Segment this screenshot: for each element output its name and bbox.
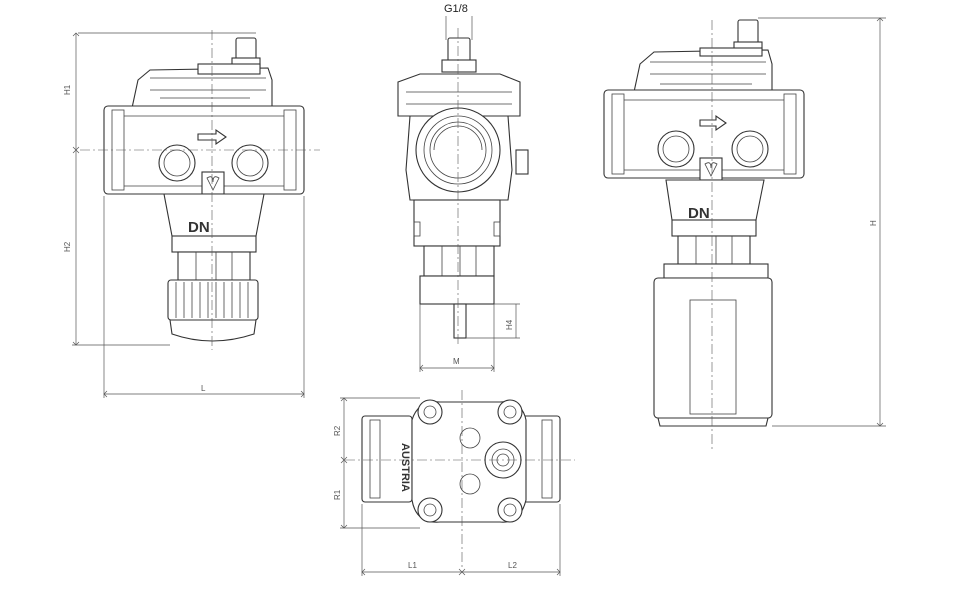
dn-section bbox=[163, 193, 265, 237]
bolt-br bbox=[497, 497, 523, 523]
front-view-left: DN H1 H2 L bbox=[63, 30, 320, 398]
shaft-center bbox=[453, 303, 467, 339]
knurled-cap bbox=[167, 279, 259, 321]
bolt-bl bbox=[417, 497, 443, 523]
top-housing-center bbox=[397, 73, 521, 117]
dim-r1-label: R1 bbox=[333, 489, 342, 500]
flow-arrow-right-icon bbox=[699, 114, 727, 132]
side-view-center: G1/8 M H4 bbox=[397, 3, 529, 372]
bolt-tl bbox=[417, 399, 443, 425]
bolt-tr bbox=[497, 399, 523, 425]
dim-m-label: M bbox=[453, 357, 460, 366]
dn-label-right: DN bbox=[688, 205, 710, 222]
dim-h4-label: H4 bbox=[505, 319, 514, 330]
actuator-adapter bbox=[663, 263, 769, 279]
plan-view-bottom: AUSTRIA R2 R1 L1 L2 bbox=[333, 390, 575, 576]
dim-l2-label: L2 bbox=[508, 561, 517, 570]
neck-center bbox=[413, 199, 501, 247]
flow-arrow-icon bbox=[197, 128, 227, 146]
stem-right bbox=[677, 235, 751, 265]
front-view-right: DN H bbox=[603, 17, 886, 452]
top-cover bbox=[197, 63, 261, 75]
base-center bbox=[419, 275, 495, 305]
dim-h1-label: H1 bbox=[63, 84, 72, 95]
dn-label-left: DN bbox=[188, 219, 210, 236]
thread-spec-label: G1/8 bbox=[444, 3, 468, 15]
stem-section bbox=[177, 251, 251, 281]
collar-right bbox=[671, 219, 757, 237]
top-cover-right bbox=[699, 47, 763, 57]
top-fitting-center bbox=[447, 37, 471, 63]
top-fitting-right bbox=[737, 19, 759, 45]
cap-bottom bbox=[169, 319, 257, 342]
collar bbox=[171, 235, 257, 253]
top-fitting-nut-center bbox=[441, 59, 477, 73]
dim-r2-label: R2 bbox=[333, 425, 342, 436]
side-port bbox=[515, 149, 529, 175]
dn-section-right bbox=[665, 179, 765, 221]
stem-center bbox=[423, 245, 495, 277]
actuator bbox=[653, 277, 773, 419]
dim-l1-label: L1 bbox=[408, 561, 417, 570]
dim-h-label: H bbox=[869, 220, 878, 226]
actuator-bottom bbox=[657, 417, 769, 427]
dim-h2-label: H2 bbox=[63, 241, 72, 252]
dim-l-label: L bbox=[201, 384, 206, 393]
brand-label: AUSTRIA bbox=[399, 443, 411, 492]
